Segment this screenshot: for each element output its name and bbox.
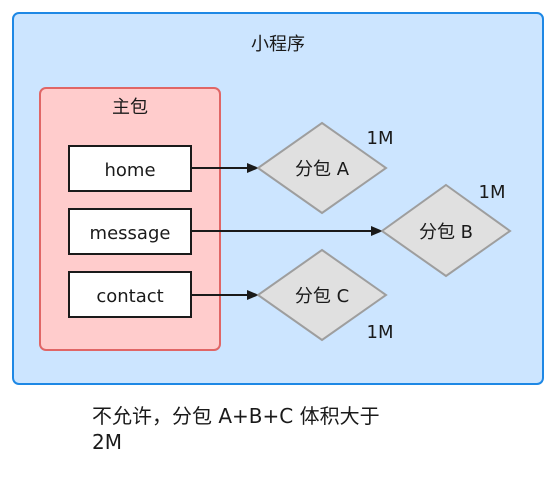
- subpackage-a-label: 分包 A: [295, 159, 350, 180]
- miniprogram-title: 小程序: [251, 34, 305, 55]
- subpackage-c-diamond: [256, 248, 388, 342]
- subpackage-c-size: 1M: [367, 322, 394, 343]
- caption: 不允许，分包 A+B+C 体积大于 2M: [92, 403, 472, 455]
- diagram-canvas: 小程序 主包 home message contact 分包 A 1M 分包 B…: [12, 12, 544, 385]
- subpackage-b-label: 分包 B: [419, 222, 473, 243]
- subpackage-b-size: 1M: [479, 182, 506, 203]
- main-package-title: 主包: [112, 97, 148, 118]
- page-label-home: home: [104, 160, 155, 181]
- page-label-message: message: [90, 223, 171, 244]
- subpackage-a-diamond: [256, 121, 388, 215]
- subpackage-b-diamond: [380, 183, 512, 278]
- caption-line-2: 2M: [92, 430, 122, 454]
- caption-line-1: 不允许，分包 A+B+C 体积大于: [92, 404, 380, 428]
- subpackage-c-label: 分包 C: [295, 286, 349, 307]
- page-box-home: [68, 145, 192, 192]
- page-label-contact: contact: [96, 286, 163, 307]
- subpackage-a-size: 1M: [367, 128, 394, 149]
